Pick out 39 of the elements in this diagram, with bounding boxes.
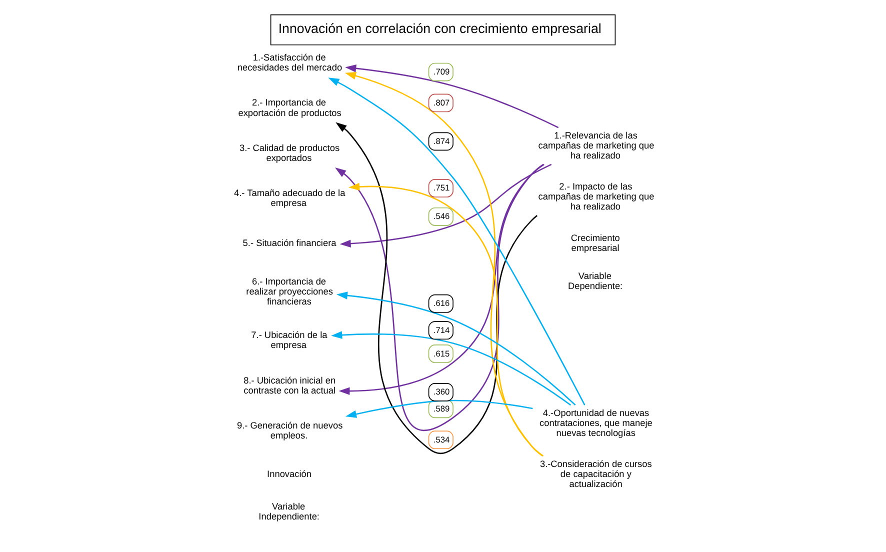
arrow — [328, 78, 586, 406]
edge-label: .709 — [433, 66, 450, 77]
node-text: 3.-Consideración de cursos de capacitación y actualización — [540, 458, 652, 489]
arrow — [344, 72, 543, 457]
node-text: 5.- Situación financiera — [242, 238, 336, 248]
node-text: 1.-Satisfacción de necesidades del mercado — [237, 52, 342, 73]
label: Innovación — [267, 468, 312, 479]
edge-label: .534 — [433, 434, 450, 444]
node-text: 1.-Relevancia de las campañas de marketing que ha realizado — [538, 130, 654, 160]
node-text: 2.- Impacto de las campañas de marketing que ha realizado — [538, 181, 654, 212]
node-text: 2.- Importancia de exportación de productos — [238, 98, 342, 118]
arrow — [340, 164, 552, 248]
edge-label: .546 — [433, 211, 450, 222]
node-text: 8.- Ubicación inicial en contraste con la actual — [244, 375, 336, 396]
arrow — [345, 64, 559, 128]
arrow — [331, 331, 572, 406]
node-text: 4.- Tamaño adecuado de la empresa — [234, 188, 346, 208]
arrow — [338, 164, 544, 395]
diagram-title: Innovación en correlación con crecimiento empresarial — [278, 21, 602, 36]
label: Crecimiento empresarial — [570, 233, 620, 254]
edge-label: .615 — [433, 348, 450, 358]
arrow — [348, 182, 544, 456]
edge-label: .589 — [433, 403, 450, 414]
edge-label: .874 — [433, 136, 450, 146]
node-text: 4.-Oportunidad de nuevas contrataciones, que maneje nuevas tecnologías — [540, 408, 652, 438]
node-text: 9.- Generación de nuevos empleos. — [236, 420, 343, 440]
node-text: 6.- Importancia de realizar proyecciones financieras — [246, 276, 333, 307]
edge-label: .751 — [433, 182, 450, 193]
node-text: 7.- Ubicación de la empresa — [251, 330, 328, 350]
edge-label: .616 — [433, 298, 450, 308]
edge-label: .714 — [433, 324, 450, 335]
edge-label: .360 — [433, 386, 450, 397]
node-text: 3.- Calidad de productos exportados — [239, 142, 340, 163]
arrow — [336, 122, 538, 454]
arrow — [335, 164, 544, 430]
arrow — [336, 292, 576, 406]
label: Variable Independiente: — [258, 501, 320, 522]
label: Variable Dependiente: — [568, 270, 623, 291]
edge-label: .807 — [433, 97, 450, 108]
